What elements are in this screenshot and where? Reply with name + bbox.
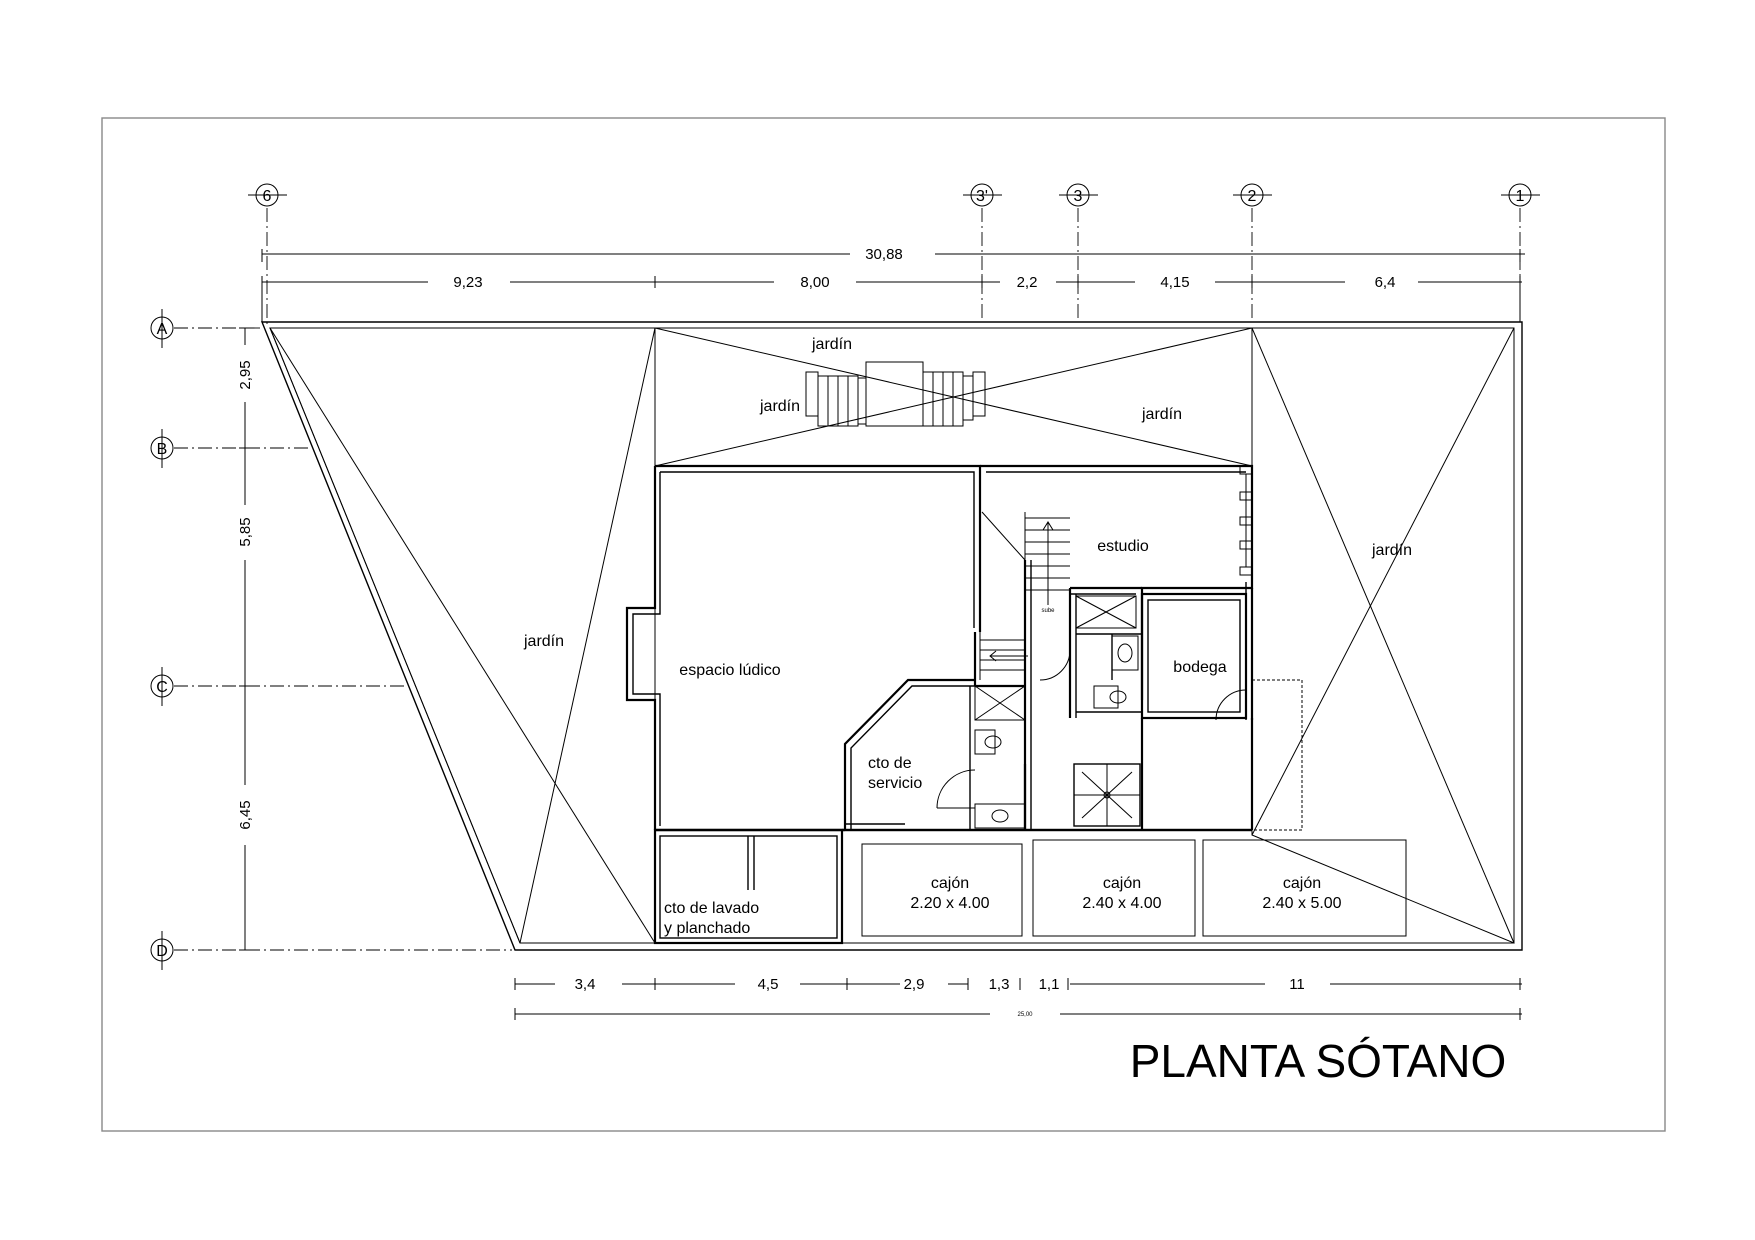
dimension-bottom-seg-2: 4,5 — [758, 976, 779, 993]
dimension-top-seg-3: 2,2 — [1017, 274, 1038, 291]
dimension-bottom-seg-6: 11 — [1289, 976, 1305, 993]
row-axis-D: D — [150, 931, 512, 970]
doors — [936, 649, 1247, 809]
column-axis-3: 3 — [1059, 183, 1098, 322]
dimension-bottom-seg-5: 1,1 — [1039, 976, 1060, 993]
sheet-frame — [101, 117, 1666, 1132]
column-axis-2: 2 — [1233, 183, 1272, 322]
dimension-top-seg-5: 6,4 — [1375, 274, 1396, 291]
parking-2-label: cajón — [1103, 875, 1141, 892]
dimension-top-seg-4: 4,15 — [1160, 274, 1189, 291]
garden-right-area — [1251, 327, 1515, 944]
room-label-jardin-top: jardín — [811, 336, 852, 353]
bathroom-fixtures — [974, 595, 1139, 829]
room-label-jardin-top-left: jardín — [759, 398, 800, 415]
parking-3-size: 2.40 x 5.00 — [1262, 895, 1341, 912]
column-axis-6: 6 — [248, 183, 287, 328]
dimension-left-seg-2: 5,85 — [237, 517, 254, 546]
room-label-jardin-left: jardín — [523, 633, 564, 650]
row-axis-C-label: C — [156, 679, 168, 696]
dimension-left-seg-1: 2,95 — [237, 360, 254, 389]
room-label-lavado-1: cto de lavado — [664, 900, 759, 917]
parking-2-size: 2.40 x 4.00 — [1082, 895, 1161, 912]
row-axis-B: B — [150, 429, 312, 468]
dimension-bottom-seg-1: 3,4 — [575, 976, 596, 993]
dimension-left-seg-3: 6,45 — [237, 800, 254, 829]
column-axis-1-label: 1 — [1516, 188, 1525, 205]
dimension-top-seg-1: 9,23 — [453, 274, 482, 291]
interior-stair: sube — [979, 511, 1070, 680]
room-label-bodega: bodega — [1173, 659, 1226, 676]
row-axis-C: C — [150, 667, 408, 706]
dimension-top-total: 30,88 — [261, 246, 1525, 263]
dimension-top-seg-2: 8,00 — [800, 274, 829, 291]
drawing-title: PLANTA SÓTANO — [1130, 1035, 1507, 1087]
room-label-jardin-right: jardín — [1371, 542, 1412, 559]
dimension-bottom-total-label: 25,00 — [1017, 1012, 1033, 1018]
room-label-lavado-2: y planchado — [664, 920, 750, 937]
dimension-top-segments: 9,23 8,00 2,2 4,15 6,4 — [261, 274, 1522, 322]
dimension-bottom-seg-4: 1,3 — [989, 976, 1010, 993]
room-label-estudio: estudio — [1097, 538, 1149, 555]
building-walls — [625, 464, 1407, 945]
exterior-stair — [805, 361, 986, 427]
row-axis-D-label: D — [156, 943, 168, 960]
dimension-bottom-segments: 3,4 4,5 2,9 1,3 1,1 11 — [514, 976, 1522, 993]
column-axis-6-label: 6 — [263, 188, 272, 205]
room-label-espacio-ludico: espacio lúdico — [679, 662, 781, 679]
column-axis-3p-label: 3' — [976, 188, 988, 205]
parking-1-label: cajón — [931, 875, 969, 892]
dimension-bottom-seg-3: 2,9 — [904, 976, 925, 993]
dimension-bottom-total: 25,00 — [514, 1008, 1522, 1020]
column-axis-3-label: 3 — [1074, 188, 1083, 205]
garden-left-area — [269, 327, 656, 944]
columns-right-wall — [1239, 465, 1253, 576]
parking-3-label: cajón — [1283, 875, 1321, 892]
dimension-top-total-label: 30,88 — [865, 246, 903, 263]
column-axis-3p: 3' — [963, 183, 1002, 322]
column-axis-2-label: 2 — [1248, 188, 1257, 205]
room-label-jardin-top-right: jardín — [1141, 406, 1182, 423]
parking-1-size: 2.20 x 4.00 — [910, 895, 989, 912]
row-axis-B-label: B — [157, 441, 168, 458]
row-axis-A-label: A — [157, 321, 168, 338]
spiral-stair — [1074, 764, 1140, 826]
column-axis-1: 1 — [1501, 183, 1540, 322]
room-label-cto-servicio-1: cto de — [868, 755, 912, 772]
stair-note: sube — [1041, 608, 1055, 614]
dimension-left-segments: 2,95 5,85 6,45 — [237, 327, 254, 951]
room-label-cto-servicio-2: servicio — [868, 775, 922, 792]
site-boundary — [260, 321, 1523, 951]
